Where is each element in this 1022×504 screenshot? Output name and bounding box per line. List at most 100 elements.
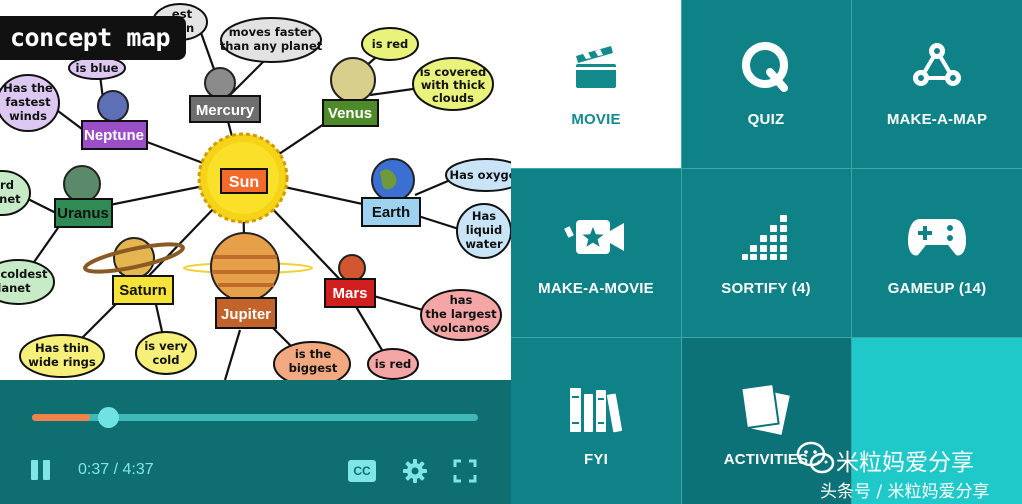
gamepad-icon <box>908 219 966 256</box>
tile-activities[interactable]: ACTIVITIES <box>681 338 851 504</box>
mercury-label: Mercury <box>196 102 255 119</box>
grid-divider <box>681 0 682 504</box>
time-readout: 0:37 / 4:37 <box>78 461 154 479</box>
sun-label: Sun <box>229 174 259 191</box>
tile-fyi-label: FYI <box>584 451 608 468</box>
venus-node: Venus <box>322 57 379 127</box>
pause-icon-bar <box>43 460 50 480</box>
fullscreen-button[interactable] <box>452 458 478 484</box>
tile-quiz[interactable]: QUIZ <box>681 0 851 168</box>
tile-gameup[interactable]: GAMEUP (14) <box>852 169 1022 337</box>
fact-neptune-winds-line2: fastest <box>5 95 51 109</box>
progress-played <box>32 414 90 421</box>
progress-track[interactable] <box>32 414 478 421</box>
concept-map-illustration: Sun Mercury Venus Earth <box>0 3 511 380</box>
earth-label: Earth <box>372 204 410 221</box>
cc-icon: CC <box>353 464 371 478</box>
jupiter-node: Jupiter <box>183 232 313 329</box>
tile-gameup-label: GAMEUP (14) <box>887 280 987 297</box>
grid-divider <box>851 0 852 504</box>
uranus-node: Uranus <box>54 165 113 228</box>
uranus-label: Uranus <box>57 205 109 222</box>
fact-uranus-coldest-line2: lanet <box>0 281 31 295</box>
saturn-node: Saturn <box>83 237 185 305</box>
activity-cards-icon <box>740 382 790 435</box>
sortify-dots-icon <box>742 215 787 260</box>
fact-saturn-cold-line2: cold <box>153 353 180 367</box>
venus-label: Venus <box>328 105 372 122</box>
time-total: 4:37 <box>122 461 154 478</box>
tile-sortify-label: SORTIFY (4) <box>721 280 811 297</box>
fact-venus-red: is red <box>372 37 409 51</box>
fact-jupiter-line2: biggest <box>289 361 338 375</box>
tile-sortify[interactable]: SORTIFY (4) <box>681 169 851 337</box>
watermark-subtitle: 头条号 / 米粒妈爱分享 <box>820 482 990 502</box>
fact-bubbles: est un moves faster than any planet is r… <box>0 3 511 380</box>
fact-uranus-coldest-line1: coldest <box>0 267 48 281</box>
tile-movie[interactable]: MOVIE <box>511 0 681 168</box>
watermark: 米粒妈爱分享 头条号 / 米粒妈爱分享 <box>790 437 1022 504</box>
time-separator: / <box>113 461 119 478</box>
grid-divider <box>511 337 1022 338</box>
fact-saturn-rings-line1: Has thin <box>35 341 89 355</box>
neptune-node: Neptune <box>81 90 148 150</box>
fact-earth-water-line1: Has <box>472 209 496 223</box>
settings-button[interactable] <box>402 458 428 484</box>
watermark-title: 米粒妈爱分享 <box>836 450 974 476</box>
grid-divider <box>511 168 1022 169</box>
mercury-node: Mercury <box>189 67 261 123</box>
fact-neptune-winds-line1: Has the <box>3 81 53 95</box>
neptune-label: Neptune <box>84 127 144 144</box>
fact-mars-volcano-line1: has <box>450 293 473 307</box>
gear-icon <box>403 459 427 483</box>
pause-icon <box>31 460 38 480</box>
mars-node: Mars <box>324 254 376 308</box>
fullscreen-icon <box>453 459 477 483</box>
fact-earth-water-line3: water <box>465 237 503 251</box>
fact-neptune-blue: is blue <box>76 61 119 75</box>
books-icon <box>570 388 623 433</box>
fact-venus-clouds-line1: is covered <box>420 65 487 79</box>
tile-make-a-map[interactable]: MAKE-A-MAP <box>852 0 1022 168</box>
fact-uranus-third-line1: rd <box>0 178 14 192</box>
fact-jupiter-line1: is the <box>295 347 331 361</box>
fact-saturn-cold-line1: is very <box>144 339 188 353</box>
video-frame[interactable]: Sun Mercury Venus Earth <box>0 0 511 380</box>
closed-captions-button[interactable]: CC <box>348 460 376 482</box>
tile-quiz-label: QUIZ <box>747 111 785 128</box>
saturn-label: Saturn <box>119 282 167 299</box>
tile-activities-label: ACTIVITIES <box>723 451 809 468</box>
tile-fyi[interactable]: FYI <box>511 338 681 504</box>
quiz-q-icon <box>742 42 788 92</box>
time-current: 0:37 <box>78 461 110 478</box>
tile-make-a-movie[interactable]: MAKE-A-MOVIE <box>511 169 681 337</box>
clapperboard-icon <box>576 46 616 88</box>
tile-make-a-movie-label: MAKE-A-MOVIE <box>538 280 654 297</box>
fact-venus-clouds-line2: with thick <box>421 78 486 92</box>
fact-uranus-third-line2: anet <box>0 192 21 206</box>
video-title: concept map <box>0 16 187 60</box>
feature-tiles: MOVIE QUIZ MAKE-A-MAP MAKE-A-MOVIE <box>511 0 1022 504</box>
jupiter-label: Jupiter <box>221 306 271 323</box>
mars-label: Mars <box>332 285 367 302</box>
wechat-icon <box>796 441 835 474</box>
tile-make-a-map-label: MAKE-A-MAP <box>886 111 988 128</box>
progress-handle[interactable] <box>98 407 119 428</box>
fact-mars-volcano-line2: the largest <box>425 307 497 321</box>
fact-mars-volcano-line3: volcanos <box>433 321 490 335</box>
fact-mars-red: is red <box>375 357 412 371</box>
sun-node: Sun <box>197 132 289 224</box>
tile-movie-label: MOVIE <box>571 111 621 128</box>
tile-empty-accent <box>852 338 1022 504</box>
fact-earth-oxygen: Has oxyge <box>449 168 511 182</box>
fact-mercury-line1: moves faster <box>229 25 314 39</box>
video-camera-star-icon <box>564 220 624 254</box>
fact-earth-water-line2: liquid <box>466 223 502 237</box>
earth-node: Earth <box>361 158 421 227</box>
concept-map-icon <box>913 43 961 86</box>
video-player[interactable]: Sun Mercury Venus Earth <box>0 0 511 504</box>
player-controls <box>0 380 511 504</box>
pause-button[interactable] <box>28 456 54 484</box>
fact-neptune-winds-line3: winds <box>9 109 47 123</box>
fact-mercury-line2: than any planet <box>220 39 323 53</box>
